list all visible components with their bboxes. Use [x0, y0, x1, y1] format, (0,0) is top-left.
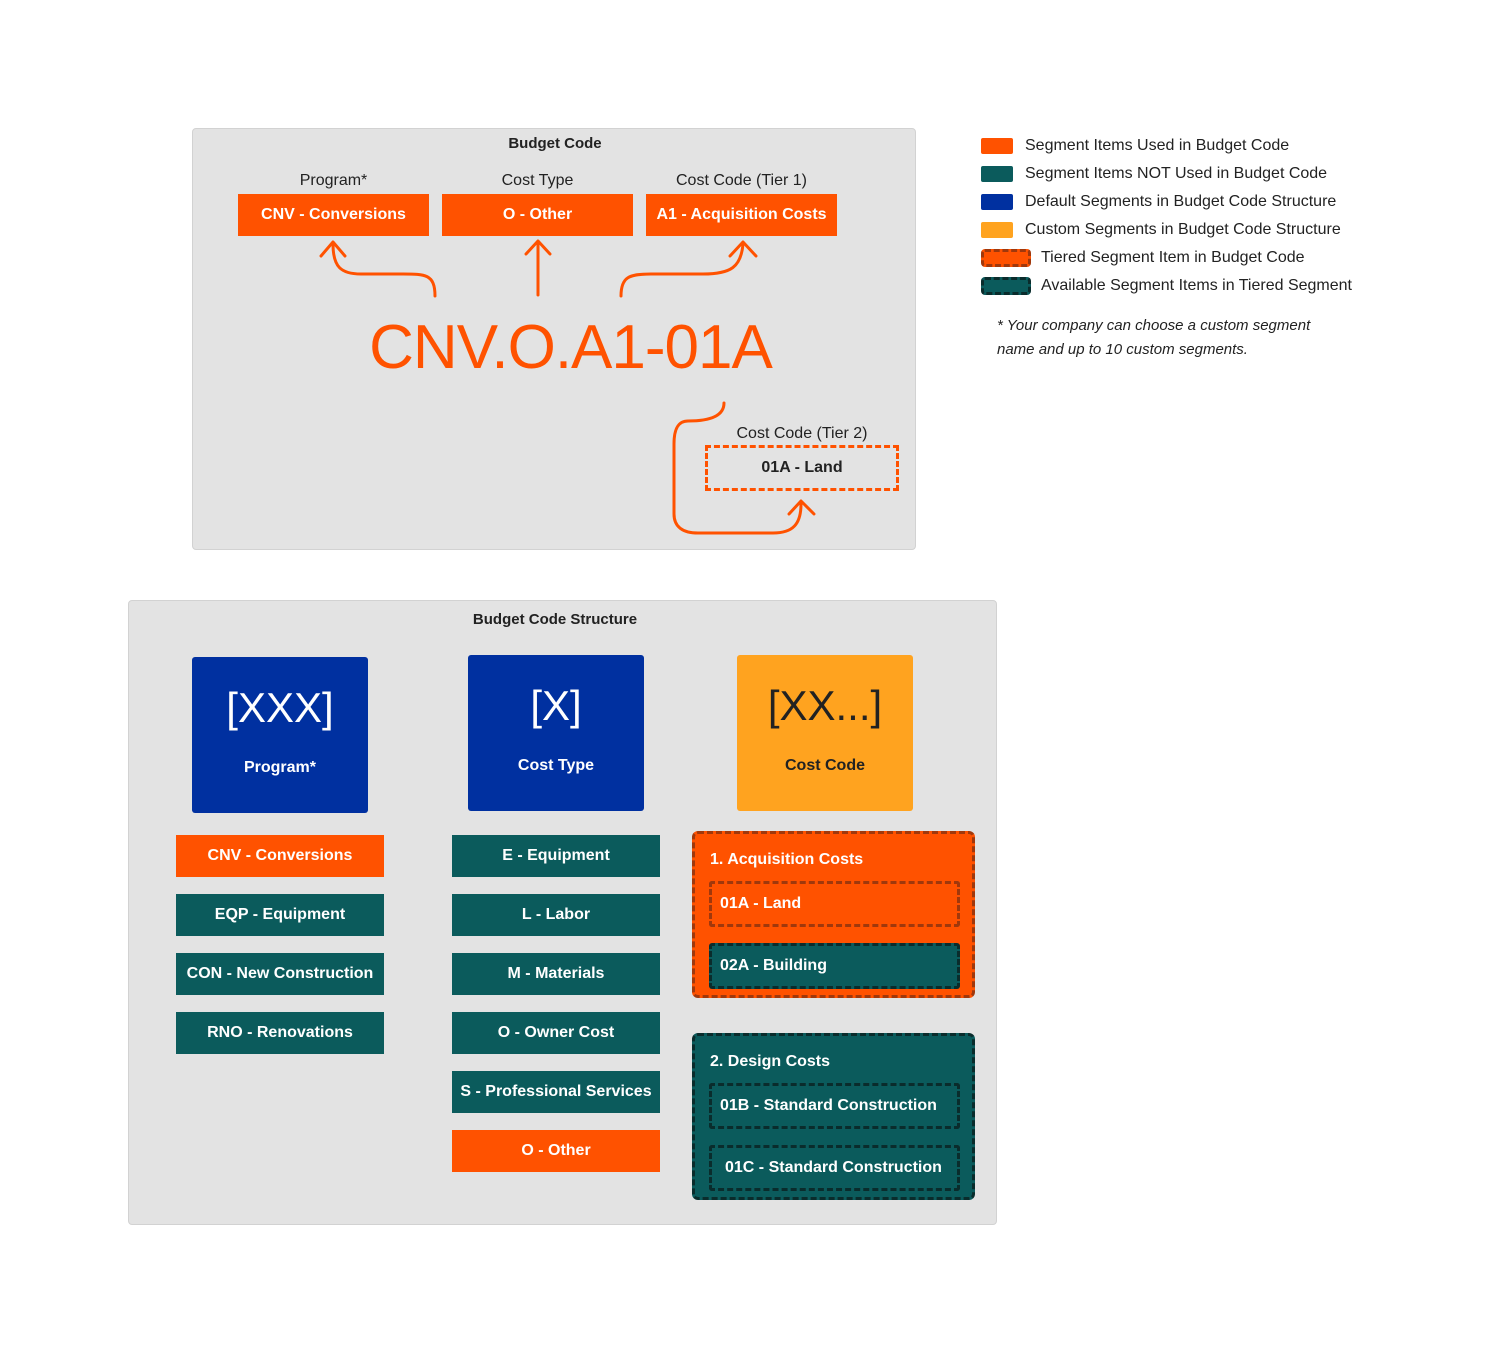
cost-code-group-design: 2. Design Costs 01B - Standard Construct…	[692, 1033, 975, 1200]
segment-label-cost-type: Cost Type	[501, 172, 574, 189]
legend-swatch-tiered-available	[981, 277, 1031, 295]
legend-item: Segment Items Used in Budget Code	[981, 132, 1401, 160]
arrow-to-cost-code-tier1	[619, 242, 745, 298]
cost-code-tier2-item: 01B - Standard Construction	[709, 1083, 960, 1129]
legend-item: Tiered Segment Item in Budget Code	[981, 244, 1401, 272]
connector-arrows	[319, 239, 816, 535]
budget-code-value: CNV.O.A1-01A	[369, 313, 773, 382]
segment-label-cost-code-tier2: Cost Code (Tier 2)	[736, 425, 868, 442]
legend: Segment Items Used in Budget Code Segmen…	[981, 132, 1401, 362]
arrowhead-program	[319, 240, 347, 258]
legend-swatch-used	[981, 138, 1013, 154]
cost-code-segment-name: Cost Code	[785, 757, 865, 774]
legend-swatch-custom	[981, 222, 1013, 238]
legend-swatch-not-used	[981, 166, 1013, 182]
cost-code-segment-symbol: [XX...]	[767, 682, 883, 729]
program-item: RNO - Renovations	[176, 1012, 384, 1054]
segment-item-cost-code-tier2: 01A - Land	[705, 445, 899, 491]
legend-note-line2: name and up to 10 custom segments.	[997, 341, 1248, 358]
cost-code-group-title: 1. Acquisition Costs	[710, 851, 864, 868]
program-item: CNV - Conversions	[176, 835, 384, 877]
cost-type-item: M - Materials	[452, 953, 660, 995]
cost-type-item: S - Professional Services	[452, 1071, 660, 1113]
legend-swatch-tiered-used	[981, 249, 1031, 267]
program-segment-symbol: [XXX]	[226, 684, 334, 731]
legend-item: Default Segments in Budget Code Structur…	[981, 188, 1401, 216]
budget-code-panel: Budget Code Program* Cost Type Cost Code…	[192, 128, 916, 550]
arrowhead-cost-type	[524, 239, 552, 256]
legend-label: Tiered Segment Item in Budget Code	[1041, 249, 1305, 266]
arrow-to-tier2	[672, 401, 803, 535]
cost-code-segment-header: [XX...] Cost Code	[737, 655, 913, 811]
cost-code-group-title: 2. Design Costs	[710, 1053, 831, 1070]
segment-label-cost-code-tier1: Cost Code (Tier 1)	[676, 172, 807, 189]
legend-swatch-default	[981, 194, 1013, 210]
segment-label-program: Program*	[299, 172, 368, 189]
legend-label: Default Segments in Budget Code Structur…	[1025, 193, 1337, 210]
legend-label: Segment Items NOT Used in Budget Code	[1025, 165, 1328, 182]
legend-item: Segment Items NOT Used in Budget Code	[981, 160, 1401, 188]
program-item: CON - New Construction	[176, 953, 384, 995]
cost-type-item: O - Owner Cost	[452, 1012, 660, 1054]
budget-code-structure-panel: Budget Code Structure [XXX] Program* CNV…	[128, 600, 997, 1225]
cost-type-segment-header: [X] Cost Type	[468, 655, 644, 811]
arrow-to-program	[331, 242, 437, 298]
segment-item-cost-code-tier1: A1 - Acquisition Costs	[646, 194, 837, 236]
arrowhead-cost-code-tier1	[728, 240, 758, 258]
legend-label: Custom Segments in Budget Code Structure	[1025, 221, 1341, 238]
legend-item: Available Segment Items in Tiered Segmen…	[981, 272, 1401, 300]
cost-type-item: E - Equipment	[452, 835, 660, 877]
program-item: EQP - Equipment	[176, 894, 384, 936]
cost-code-tier2-item: 01C - Standard Construction	[709, 1145, 960, 1191]
program-segment-header: [XXX] Program*	[192, 657, 368, 813]
legend-label: Segment Items Used in Budget Code	[1025, 137, 1290, 154]
structure-title: Budget Code Structure	[472, 611, 638, 628]
cost-type-segment-name: Cost Type	[517, 757, 595, 774]
segment-item-cost-type: O - Other	[442, 194, 633, 236]
segment-item-program: CNV - Conversions	[238, 194, 429, 236]
cost-type-item: O - Other	[452, 1130, 660, 1172]
legend-label: Available Segment Items in Tiered Segmen…	[1041, 277, 1352, 294]
cost-code-tier2-item: 01A - Land	[709, 881, 960, 927]
budget-code-title: Budget Code	[508, 135, 602, 152]
cost-type-item: L - Labor	[452, 894, 660, 936]
legend-note-line1: * Your company can choose a custom segme…	[997, 317, 1311, 334]
arrowhead-tier2	[787, 499, 816, 516]
legend-note: * Your company can choose a custom segme…	[981, 314, 1401, 362]
program-segment-name: Program*	[243, 759, 317, 776]
cost-type-segment-symbol: [X]	[530, 682, 582, 729]
cost-code-tier2-item: 02A - Building	[709, 943, 960, 989]
cost-code-group-acquisition: 1. Acquisition Costs 01A - Land 02A - Bu…	[692, 831, 975, 998]
legend-item: Custom Segments in Budget Code Structure	[981, 216, 1401, 244]
